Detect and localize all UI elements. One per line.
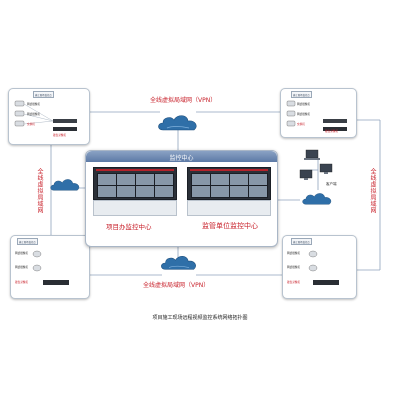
video-screen (229, 185, 249, 198)
operator-console-right (187, 200, 271, 216)
device-label: 网络摄像机 (287, 266, 300, 269)
site-card-bottom-left: 施工现场监控点 网络摄像机 网络摄像机 硬盘录像机 (10, 235, 90, 299)
dome-camera-icon (308, 250, 318, 258)
laptop-icon (305, 149, 319, 159)
site-devices-graphic (14, 100, 77, 131)
monitoring-center: 监控中心 项目办监控中心 监管单位监控中心 (85, 150, 278, 247)
device-label: 硬盘录像机 (325, 130, 338, 133)
device-label: 硬盘录像机 (15, 281, 28, 284)
device-label: 网络摄像机 (27, 103, 40, 106)
video-screen (97, 185, 117, 198)
camera-icon (14, 100, 25, 107)
site-card-top-right: 施工现场监控点 网络摄像机 网络摄像机 交换机 硬盘录像机 (280, 88, 357, 138)
site-title: 施工现场监控点 (291, 238, 312, 246)
camera-icon (286, 120, 296, 127)
led-ticker (190, 169, 268, 171)
video-screen (116, 185, 136, 198)
device-label: 网络摄像机 (287, 252, 300, 255)
diagram-caption: 项目施工现场远程视频监控系统网络拓扑图 (152, 315, 248, 321)
supervisory-center-label: 监管单位监控中心 (202, 222, 258, 230)
monitor-icon (319, 163, 333, 173)
camera-icon (14, 110, 25, 117)
client-label: 客户端 (326, 182, 337, 186)
dome-camera-icon (32, 264, 42, 272)
device-label: 网络摄像机 (297, 103, 310, 106)
dome-camera-icon (308, 264, 318, 272)
operator-console-left (93, 200, 177, 216)
switch-icon (53, 119, 77, 123)
laptop-icon (304, 158, 320, 160)
video-screen (210, 185, 230, 198)
site-title: 施工现场监控点 (17, 238, 38, 246)
cloud-icon-top (158, 115, 197, 131)
video-wall-left (93, 167, 177, 200)
switch-icon (323, 119, 347, 123)
camera-icon (286, 100, 296, 107)
monitoring-center-title: 监控中心 (169, 155, 194, 162)
monitor-icon (304, 178, 308, 180)
monitor-icon (299, 169, 313, 179)
video-screen (191, 185, 211, 198)
vpn-label-top: 全线虚拟局域网（VPN） (150, 97, 217, 104)
device-label: 硬盘录像机 (287, 281, 300, 284)
site-devices-graphic (32, 250, 69, 285)
device-label: 交换机 (27, 123, 35, 126)
site-devices-graphic (286, 100, 347, 131)
video-wall-right (187, 167, 271, 200)
dome-camera-icon (32, 250, 42, 258)
camera-icon (286, 110, 296, 117)
site-title: 施工现场监控点 (291, 91, 312, 99)
cloud-icon-left (50, 179, 80, 191)
video-screen (135, 185, 155, 198)
cloud-icon-right (302, 193, 332, 205)
nvr-icon (43, 280, 69, 285)
nvr-icon (323, 127, 347, 131)
site-card-top-left: 施工现场监控点 网络摄像机 网络摄像机 交换机 硬盘录像机 (8, 88, 90, 145)
site-title: 施工现场监控点 (33, 91, 54, 99)
vpn-label-bottom: 全线虚拟局域网（VPN） (143, 282, 210, 289)
camera-icon (14, 120, 25, 127)
device-label: 网络摄像机 (27, 113, 40, 116)
device-label: 硬盘录像机 (53, 134, 66, 137)
nvr-icon (313, 280, 339, 285)
video-screen (154, 185, 174, 198)
device-label: 网络摄像机 (15, 252, 28, 255)
site-card-bottom-right: 施工现场监控点 网络摄像机 网络摄像机 硬盘录像机 (282, 235, 357, 299)
monitoring-center-header (86, 151, 277, 162)
device-label: 网络摄像机 (297, 113, 310, 116)
site-devices-graphic (308, 250, 339, 285)
device-label: 交换机 (297, 123, 305, 126)
vpn-label-right: 全线虚拟局域网 (369, 168, 376, 214)
led-ticker (96, 169, 174, 171)
video-screen (248, 185, 268, 198)
client-devices (299, 149, 333, 180)
nvr-icon (53, 127, 77, 131)
vpn-label-left: 全线虚拟局域网 (36, 168, 43, 214)
project-office-center-label: 项目办监控中心 (106, 223, 152, 231)
monitor-icon (324, 172, 328, 174)
cloud-icon-bottom (161, 256, 196, 270)
device-label: 网络摄像机 (15, 266, 28, 269)
